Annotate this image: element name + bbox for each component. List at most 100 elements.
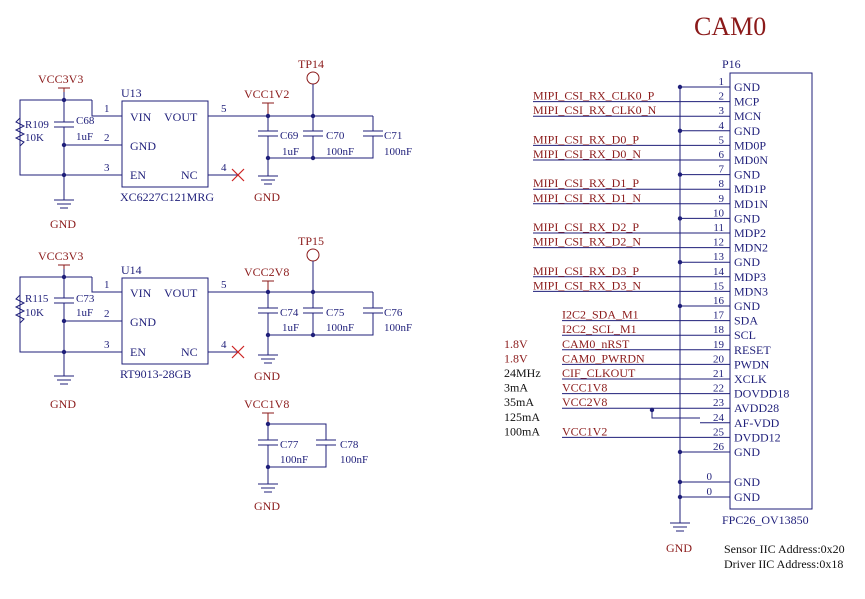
- p16-pin-name: DVDD12: [734, 430, 781, 444]
- u13-pin2-num: 2: [104, 132, 110, 144]
- p16-pin-number: 2: [719, 91, 725, 103]
- sheet-title: CAM0: [694, 12, 766, 41]
- u14-regulator-block: VCC3V3 R115 10K C73 1uF GND U14 VIN VOUT…: [14, 234, 412, 411]
- c69-value: 1uF: [282, 146, 299, 158]
- p16-pin-number: 14: [713, 266, 725, 278]
- u14-gnd-right: GND: [254, 369, 280, 383]
- p16-pin-name: PWDN: [734, 357, 770, 371]
- p16-net-label: MIPI_CSI_RX_D2_P: [533, 220, 639, 234]
- p16-pin-number: 23: [713, 397, 725, 409]
- u13-pin4-num: 4: [221, 162, 227, 174]
- p16-extra-pin-number: 0: [707, 471, 713, 483]
- p16-pin-name: AF-VDD: [734, 416, 780, 430]
- vcc1v8-gnd: GND: [254, 499, 280, 513]
- u13-pin5-num: 5: [221, 103, 227, 115]
- p16-pin-name: MDP2: [734, 226, 766, 240]
- p16-net-label: MIPI_CSI_RX_D1_P: [533, 176, 639, 190]
- u13-pin1-num: 1: [104, 103, 110, 115]
- r109-value: 10K: [25, 132, 44, 144]
- u13-regulator-block: VCC3V3 R109 10K C68 1uF GND U13 VIN VOUT…: [14, 57, 412, 231]
- p16-extra-pin-number: 0: [707, 486, 713, 498]
- p16-net-label: MIPI_CSI_RX_D2_N: [533, 235, 641, 249]
- u13-gnd-right: GND: [254, 190, 280, 204]
- u13-pin-vin: VIN: [130, 110, 152, 124]
- p16-pin-number: 4: [719, 120, 725, 132]
- tp15-label: TP15: [298, 234, 324, 248]
- u14-body: [121, 277, 209, 365]
- u14-pin5-num: 5: [221, 279, 227, 291]
- p16-pin-number: 15: [713, 280, 725, 292]
- u14-gnd-left: GND: [50, 397, 76, 411]
- vcc1v8-decoupling-block: VCC1V8 C77 100nF C78 100nF GND: [244, 397, 368, 513]
- p16-pin-number: 10: [713, 207, 725, 219]
- p16-pin-number: 19: [713, 339, 725, 351]
- u13-gnd-left: GND: [50, 217, 76, 231]
- p16-pin-name: GND: [734, 299, 760, 313]
- p16-pin-name: MDN2: [734, 241, 768, 255]
- p16-pin-name: DOVDD18: [734, 387, 789, 401]
- p16-pin-number: 1: [719, 76, 725, 88]
- p16-net-label: MIPI_CSI_RX_D3_P: [533, 264, 639, 278]
- u14-pin3-num: 3: [104, 339, 110, 351]
- u14-pin-en: EN: [130, 345, 146, 359]
- c77-value: 100nF: [280, 454, 308, 466]
- c73-ref: C73: [76, 293, 95, 305]
- p16-part: FPC26_OV13850: [722, 513, 809, 527]
- p16-pin-number: 12: [713, 237, 724, 249]
- p16-net-label: MIPI_CSI_RX_D0_P: [533, 132, 639, 146]
- c68-ref: C68: [76, 115, 95, 127]
- tp14-label: TP14: [298, 57, 324, 71]
- vcc1v8-net: VCC1V8: [244, 397, 289, 411]
- p16-pin-name: RESET: [734, 343, 771, 357]
- u14-pin-vout: VOUT: [164, 286, 198, 300]
- p16-net-label: VCC1V8: [562, 381, 607, 395]
- p16-pin-name: XCLK: [734, 372, 767, 386]
- p16-pin-name: MCP: [734, 95, 760, 109]
- p16-pin-number: 6: [719, 149, 725, 161]
- p16-pin-note: 125mA: [504, 410, 540, 424]
- p16-pin-name: GND: [734, 124, 760, 138]
- p16-pin-name: AVDD28: [734, 401, 779, 415]
- p16-net-label: MIPI_CSI_RX_D1_N: [533, 191, 641, 205]
- p16-pin-number: 21: [713, 368, 724, 380]
- p16-pin-name: SDA: [734, 314, 758, 328]
- p16-pin-note: 24MHz: [504, 366, 541, 380]
- u13-pin-en: EN: [130, 168, 146, 182]
- p16-ref: P16: [722, 57, 741, 71]
- u13-out-net: VCC1V2: [244, 87, 289, 101]
- u13-supply-label: VCC3V3: [38, 72, 83, 86]
- p16-pin-name: GND: [734, 445, 760, 459]
- u13-body: [121, 100, 209, 188]
- p16-pin-name: MD0N: [734, 153, 768, 167]
- p16-extra-pin-name: GND: [734, 475, 760, 489]
- p16-gnd: GND: [666, 541, 692, 555]
- p16-pin-name: MD0P: [734, 138, 766, 152]
- p16-pin-number: 16: [713, 295, 725, 307]
- p16-pin-number: 22: [713, 383, 724, 395]
- p16-pin-number: 5: [719, 134, 725, 146]
- u14-out-net: VCC2V8: [244, 265, 289, 279]
- u14-pin-vin: VIN: [130, 286, 152, 300]
- p16-pin-name: MCN: [734, 109, 762, 123]
- u14-part: RT9013-28GB: [120, 367, 191, 381]
- c68-value: 1uF: [76, 131, 93, 143]
- p16-pin-number: 17: [713, 310, 725, 322]
- p16-pin-name: GND: [734, 255, 760, 269]
- u13-pin-vout: VOUT: [164, 110, 198, 124]
- p16-pin-name: GND: [734, 211, 760, 225]
- u13-part: XC6227C121MRG: [120, 190, 214, 204]
- u14-pin1-num: 1: [104, 279, 110, 291]
- c77-ref: C77: [280, 439, 299, 451]
- p16-extra-pin-name: GND: [734, 490, 760, 504]
- p16-pin-name: MD1N: [734, 197, 768, 211]
- u13-pin3-num: 3: [104, 162, 110, 174]
- r115-value: 10K: [25, 307, 44, 319]
- p16-pin-name: MD1P: [734, 182, 766, 196]
- p16-pin-number: 20: [713, 353, 725, 365]
- u13-pin-nc: NC: [181, 168, 198, 182]
- p16-pin-number: 11: [713, 222, 724, 234]
- p16-pin-number: 26: [713, 441, 725, 453]
- p16-net-label: MIPI_CSI_RX_D0_N: [533, 147, 641, 161]
- r109-ref: R109: [25, 119, 49, 131]
